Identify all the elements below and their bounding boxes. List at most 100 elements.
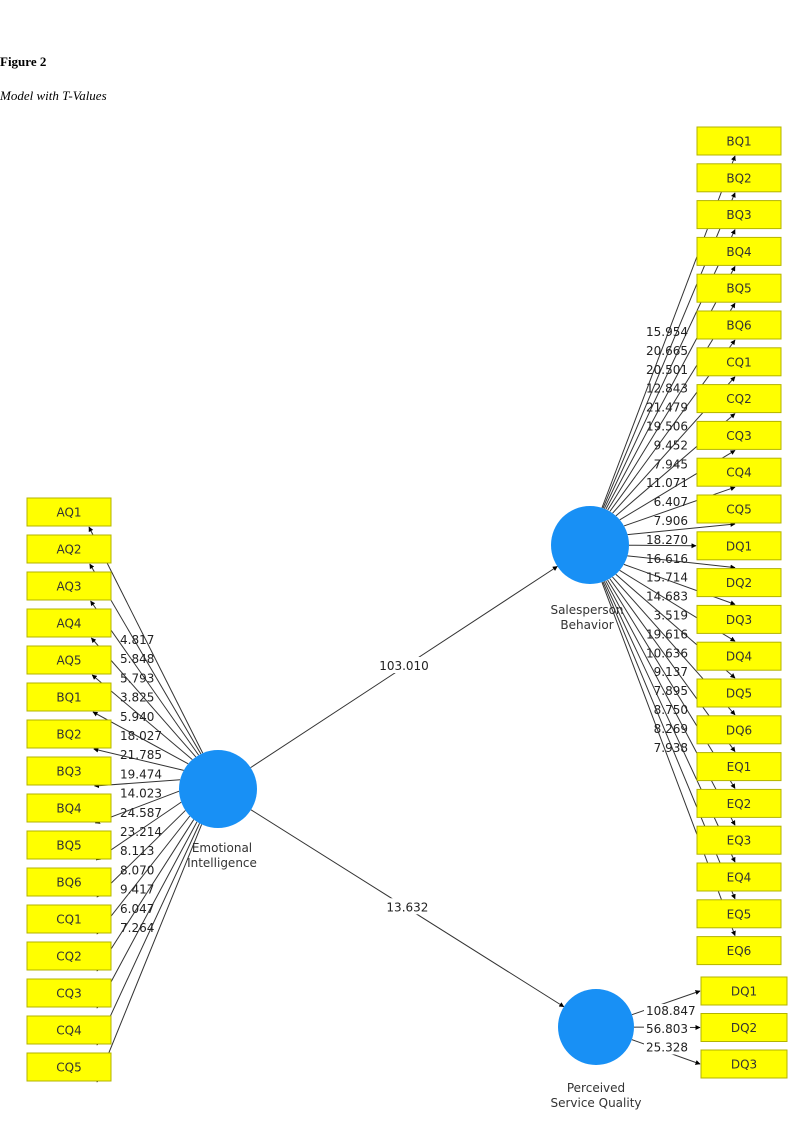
loading-arrow [96,823,200,1046]
indicator-box [26,1015,112,1045]
indicator-box [700,976,788,1006]
indicator-box [696,310,782,340]
loading-arrow [605,265,736,510]
loading-arrow [623,486,736,527]
sb-indicator-eq2: EQ2 [696,788,782,818]
label-backdrop [644,1004,690,1018]
psq-indicator-dq1: DQ1 [700,976,788,1006]
loading-arrow [96,815,191,935]
sb-indicator-eq3: EQ3 [696,825,782,855]
loading-t-value: 9.417 [120,883,154,897]
indicator-box [26,534,112,564]
loading-t-value: 7.895 [654,684,688,698]
loading-arrow [88,526,204,754]
sb-indicator-bq1: BQ1 [696,126,782,156]
indicator-box [26,1052,112,1082]
indicator-box [696,494,782,524]
ei-indicator-bq6: BQ6 [26,867,112,897]
indicator-label: CQ3 [56,987,81,1001]
loading-t-value: 10.636 [646,646,688,660]
loading-t-value: 5.848 [120,652,154,666]
indicator-label: CQ1 [56,913,81,927]
indicator-box [26,793,112,823]
loading-t-value: 19.616 [646,627,688,641]
loading-t-value: 3.825 [120,691,154,705]
loading-t-value: 19.474 [120,767,162,781]
loading-t-value: 25.328 [646,1040,688,1054]
loading-t-value: 18.027 [120,729,162,743]
construct-label: Behavior [560,618,613,632]
loading-t-value: 6.407 [654,495,688,509]
indicator-box [696,457,782,487]
loading-t-value: 4.817 [120,633,154,647]
sb-indicator-dq6: DQ6 [696,715,782,745]
sb-indicator-eq4: EQ4 [696,862,782,892]
ei-indicator-aq2: AQ2 [26,534,112,564]
loading-t-value: 11.071 [646,476,688,490]
indicator-box [696,825,782,855]
indicator-label: BQ4 [56,802,81,816]
indicator-label: BQ5 [56,839,81,853]
construct-label: Perceived [567,1081,625,1095]
indicator-label: CQ1 [726,355,751,369]
indicator-label: EQ6 [727,944,752,958]
ei-indicator-bq1: BQ1 [26,682,112,712]
indicator-label: CQ5 [56,1061,81,1075]
indicator-box [696,862,782,892]
indicator-box [696,420,782,450]
sb-indicator-cq4: CQ4 [696,457,782,487]
indicator-label: BQ3 [56,765,81,779]
indicator-label: EQ4 [727,871,752,885]
indicator-label: DQ2 [731,1021,757,1035]
indicator-label: EQ3 [727,834,752,848]
indicator-box [696,568,782,598]
ei-indicator-bq4: BQ4 [26,793,112,823]
loading-t-value: 24.587 [120,806,162,820]
loading-t-value: 14.683 [646,590,688,604]
ei-indicator-aq1: AQ1 [26,497,112,527]
sb-indicator-cq1: CQ1 [696,347,782,377]
construct-circle [558,989,634,1065]
loading-arrow [627,555,736,570]
ei-indicator-bq5: BQ5 [26,830,112,860]
loading-arrow [93,747,184,771]
loading-t-value: 56.803 [646,1022,688,1036]
loading-t-value: 3.519 [654,609,688,623]
indicator-label: DQ3 [726,613,752,627]
sb-indicator-bq3: BQ3 [696,200,782,230]
loading-arrow [605,580,736,826]
indicator-label: BQ1 [56,691,81,705]
indicator-label: AQ3 [56,580,81,594]
path-t-value: 13.632 [386,900,428,914]
indicator-box [696,126,782,156]
indicator-box [696,384,782,414]
loading-t-value: 7.264 [120,921,154,935]
ei-indicator-aq5: AQ5 [26,645,112,675]
indicator-box [26,830,112,860]
construct-circle [551,506,629,584]
sb-indicator-eq6: EQ6 [696,936,782,966]
indicator-box [696,641,782,671]
loading-t-value: 5.940 [120,710,154,724]
loading-t-value: 108.847 [646,1004,696,1018]
indicator-box [696,163,782,193]
ei-indicator-cq2: CQ2 [26,941,112,971]
indicator-label: DQ6 [726,723,752,737]
ei-indicator-aq4: AQ4 [26,608,112,638]
indicator-label: CQ2 [56,950,81,964]
loading-t-value: 20.665 [646,344,688,358]
loading-t-value: 15.954 [646,325,688,339]
indicator-box [696,347,782,377]
loading-t-value: 7.945 [654,457,688,471]
loading-t-value: 8.750 [654,703,688,717]
indicator-box [26,497,112,527]
indicator-box [696,236,782,266]
indicator-label: BQ5 [726,282,751,296]
indicator-label: BQ6 [726,319,751,333]
indicator-label: BQ4 [726,245,751,259]
sb-indicator-cq5: CQ5 [696,494,782,524]
loading-t-value: 12.843 [646,382,688,396]
ei-indicator-bq2: BQ2 [26,719,112,749]
